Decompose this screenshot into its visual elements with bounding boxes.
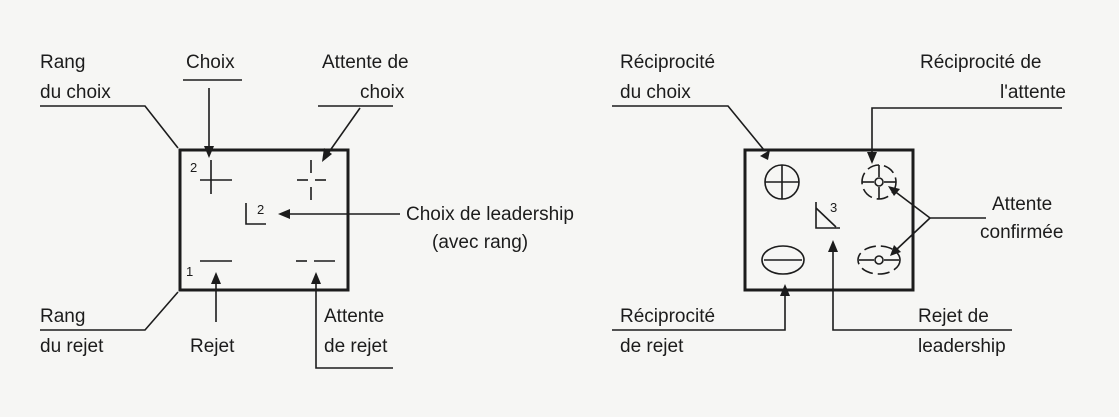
right-box: [743, 148, 915, 292]
label-recip-choix-line2: du choix: [620, 82, 691, 103]
label-rejet-lead-line2: leadership: [918, 336, 1006, 357]
label-rejet-lead-line1: Rejet de: [918, 306, 989, 327]
label-rang-choix-line1: Rang: [40, 52, 85, 73]
leader-attente-conf-lower: [895, 217, 931, 251]
arrow-rejet-head: [211, 272, 221, 284]
arrow-recip-attente-head: [867, 152, 877, 164]
label-attente-conf-line1: Attente: [992, 194, 1052, 215]
arrow-attente-conf-upper-head: [888, 186, 900, 196]
confirmed-expectation-mark: [857, 245, 901, 275]
arrow-leadership-head: [278, 209, 290, 219]
label-recip-rejet-line2: de rejet: [620, 336, 684, 357]
label-recip-rejet-line1: Réciprocité: [620, 306, 715, 327]
arrow-attente-choix-head: [322, 148, 332, 162]
leader-recip-choix: [612, 105, 765, 151]
label-recip-choix-line1: Réciprocité: [620, 52, 715, 73]
leader-recip-attente: [871, 107, 1062, 158]
label-rang-rejet-line1: Rang: [40, 306, 85, 327]
arrow-choix-head: [204, 146, 214, 158]
leader-rang-rejet: [40, 291, 179, 331]
expected-choice-mark: [297, 160, 326, 200]
arrow-recip-choix-head: [760, 150, 770, 160]
label-recip-attente-line1: Réciprocité de: [920, 52, 1041, 73]
label-leadership-line2: (avec rang): [432, 232, 528, 253]
label-attente-rejet-line2: de rejet: [324, 336, 388, 357]
arrow-attente-conf-lower-head: [890, 245, 901, 256]
leadership-triangle-diag: [815, 207, 837, 228]
leadership-mark: [245, 203, 266, 225]
arrow-attente-choix-line: [328, 107, 361, 153]
label-attente-conf-line2: confirmée: [980, 222, 1063, 243]
label-leadership-line1: Choix de leadership: [406, 204, 574, 225]
choice-rank-mark: 2: [190, 160, 197, 175]
mutual-expectation-mark: [861, 164, 897, 200]
left-diagram: Rang du choix Choix 2 Attente de choix 2: [40, 52, 574, 369]
label-attente-choix-line2: choix: [360, 82, 405, 103]
leader-rejet-leadership: [832, 244, 1012, 331]
label-choix: Choix: [186, 52, 235, 73]
right-diagram: Réciprocité du choix Réciprocité de l'at…: [612, 52, 1066, 357]
mutual-choice-mark: [764, 164, 800, 200]
arrow-rejet-leadership-head: [828, 240, 838, 252]
label-rejet: Rejet: [190, 336, 235, 357]
leadership-rank-mark: 2: [257, 202, 264, 217]
label-recip-attente-line2: l'attente: [1000, 82, 1066, 103]
leader-rang-choix: [40, 105, 179, 149]
label-rang-rejet-line2: du rejet: [40, 336, 104, 357]
leadership-triangle-mark: [815, 202, 840, 229]
arrow-recip-rejet-head: [780, 284, 790, 296]
mutual-rejection-mark: [761, 245, 805, 275]
leader-attente-rejet: [315, 274, 393, 369]
label-attente-rejet-line1: Attente: [324, 306, 384, 327]
label-rang-choix-line2: du choix: [40, 82, 111, 103]
label-attente-choix-line1: Attente de: [322, 52, 409, 73]
arrow-attente-rejet-head: [311, 272, 321, 284]
leader-attente-conf-upper: [892, 189, 986, 219]
leader-recip-rejet: [612, 290, 786, 331]
left-box: [178, 148, 350, 292]
right-leadership-rank-mark: 3: [830, 200, 837, 215]
rejection-rank-mark: 1: [186, 264, 193, 279]
